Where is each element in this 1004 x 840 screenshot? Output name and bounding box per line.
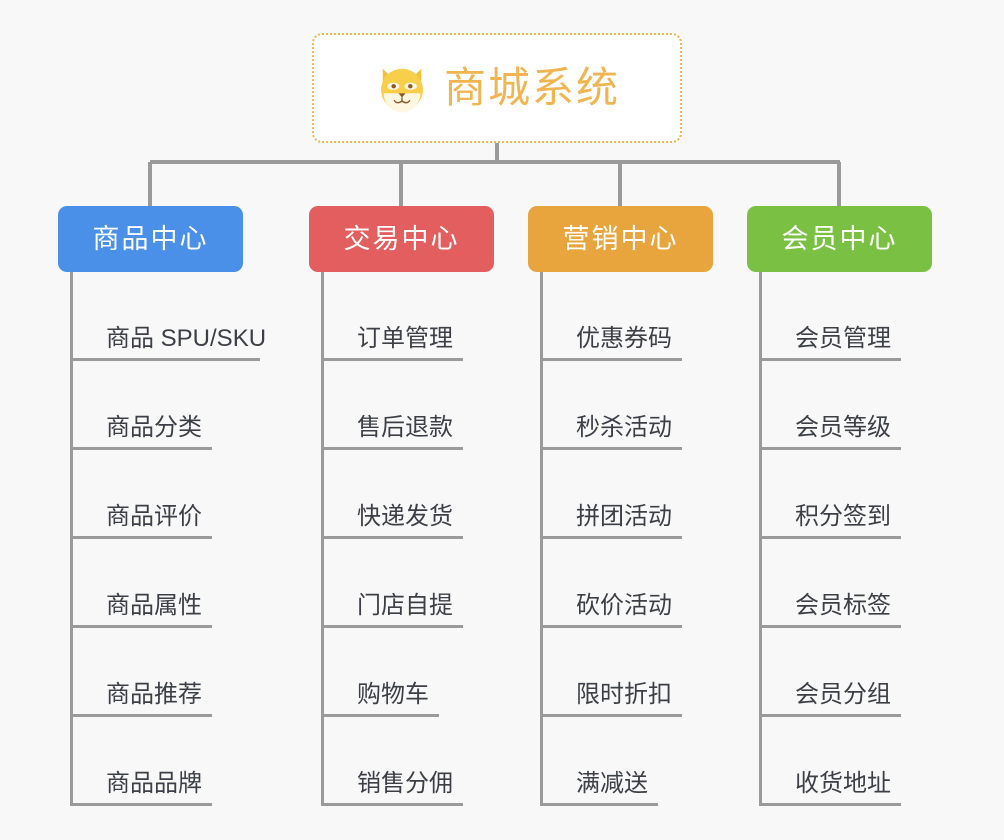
leaf-item-rule [321, 536, 463, 539]
leaf-item-label: 收货地址 [795, 770, 891, 797]
leaf-item-rule [759, 625, 901, 628]
leaf-item-rule [759, 536, 901, 539]
root-node[interactable]: 商城系统 [312, 33, 682, 143]
leaf-item-label: 满减送 [576, 770, 648, 797]
leaf-item[interactable]: 拼团活动 [540, 450, 770, 539]
leaf-item-label: 会员等级 [795, 414, 891, 441]
leaf-item-rule [70, 536, 212, 539]
leaf-item-label: 门店自提 [357, 592, 453, 619]
leaf-item-label: 优惠券码 [576, 325, 672, 352]
shiba-dog-face-icon [380, 68, 423, 113]
leaf-item-rule [540, 536, 682, 539]
leaf-item-label: 订单管理 [357, 325, 453, 352]
branch-header-2[interactable]: 交易中心 [309, 206, 494, 272]
branch-header-1[interactable]: 商品中心 [58, 206, 243, 272]
leaf-item[interactable]: 商品分类 [70, 361, 300, 450]
leaf-item[interactable]: 会员分组 [759, 628, 989, 717]
leaf-item-label: 商品品牌 [106, 770, 202, 797]
leaf-item-label: 限时折扣 [576, 681, 672, 708]
leaf-item-rule [540, 358, 682, 361]
leaf-list-4: 会员管理会员等级积分签到会员标签会员分组收货地址 [759, 272, 989, 806]
leaf-item[interactable]: 砍价活动 [540, 539, 770, 628]
leaf-item-rule [321, 625, 463, 628]
leaf-item-rule [540, 447, 682, 450]
leaf-item[interactable]: 积分签到 [759, 450, 989, 539]
leaf-item-label: 商品推荐 [106, 681, 202, 708]
leaf-item-label: 商品 SPU/SKU [106, 325, 267, 352]
leaf-item-label: 拼团活动 [576, 503, 672, 530]
leaf-item-rule [759, 447, 901, 450]
leaf-item-label: 销售分佣 [357, 770, 453, 797]
leaf-item-label: 商品属性 [106, 592, 202, 619]
leaf-item-label: 商品评价 [106, 503, 202, 530]
leaf-item-rule [540, 625, 682, 628]
leaf-item-rule [540, 714, 682, 717]
leaf-item[interactable]: 商品推荐 [70, 628, 300, 717]
branch-column-4: 会员中心会员管理会员等级积分签到会员标签会员分组收货地址 [747, 206, 932, 806]
leaf-item-label: 快递发货 [357, 503, 453, 530]
branch-spine-3 [540, 272, 543, 806]
leaf-item-rule [70, 714, 212, 717]
leaf-item-rule [540, 803, 658, 806]
branch-spine-2 [321, 272, 324, 806]
root-title: 商城系统 [443, 64, 620, 111]
branch-spine-4 [759, 272, 762, 806]
branch-column-2: 交易中心订单管理售后退款快递发货门店自提购物车销售分佣 [309, 206, 494, 806]
leaf-item[interactable]: 快递发货 [321, 450, 551, 539]
leaf-item[interactable]: 商品品牌 [70, 717, 300, 806]
leaf-item[interactable]: 会员等级 [759, 361, 989, 450]
leaf-item-rule [759, 714, 901, 717]
leaf-item-label: 会员分组 [795, 681, 891, 708]
leaf-item-rule [321, 803, 463, 806]
leaf-item[interactable]: 秒杀活动 [540, 361, 770, 450]
branch-column-1: 商品中心商品 SPU/SKU 商品分类商品评价商品属性商品推荐商品品牌 [58, 206, 266, 806]
leaf-item[interactable]: 售后退款 [321, 361, 551, 450]
leaf-item-label: 商品分类 [106, 414, 202, 441]
leaf-item[interactable]: 满减送 [540, 717, 770, 806]
leaf-item-rule [70, 803, 212, 806]
leaf-item-label: 砍价活动 [576, 592, 672, 619]
leaf-item-label: 积分签到 [795, 503, 891, 530]
leaf-item[interactable]: 限时折扣 [540, 628, 770, 717]
leaf-item[interactable]: 优惠券码 [540, 272, 770, 361]
leaf-item-label: 购物车 [357, 681, 429, 708]
leaf-item[interactable]: 商品属性 [70, 539, 300, 628]
leaf-list-2: 订单管理售后退款快递发货门店自提购物车销售分佣 [321, 272, 551, 806]
branch-column-3: 营销中心优惠券码秒杀活动拼团活动砍价活动限时折扣满减送 [528, 206, 713, 806]
branch-header-3[interactable]: 营销中心 [528, 206, 713, 272]
leaf-item-label: 秒杀活动 [576, 414, 672, 441]
leaf-item[interactable]: 商品 SPU/SKU [70, 272, 300, 361]
leaf-item[interactable]: 会员管理 [759, 272, 989, 361]
leaf-item-rule [70, 447, 212, 450]
branch-header-4[interactable]: 会员中心 [747, 206, 932, 272]
leaf-item-label: 售后退款 [357, 414, 453, 441]
leaf-item[interactable]: 收货地址 [759, 717, 989, 806]
leaf-list-1: 商品 SPU/SKU 商品分类商品评价商品属性商品推荐商品品牌 [70, 272, 300, 806]
leaf-item-label: 会员标签 [795, 592, 891, 619]
leaf-item-rule [759, 358, 901, 361]
leaf-item[interactable]: 门店自提 [321, 539, 551, 628]
leaf-item[interactable]: 商品评价 [70, 450, 300, 539]
leaf-item-label: 会员管理 [795, 325, 891, 352]
leaf-item-rule [321, 358, 463, 361]
leaf-item-rule [321, 447, 463, 450]
leaf-item[interactable]: 购物车 [321, 628, 551, 717]
leaf-item[interactable]: 销售分佣 [321, 717, 551, 806]
leaf-item-rule [759, 803, 901, 806]
leaf-list-3: 优惠券码秒杀活动拼团活动砍价活动限时折扣满减送 [540, 272, 770, 806]
leaf-item-rule [70, 358, 260, 361]
branch-spine-1 [70, 272, 73, 806]
leaf-item[interactable]: 订单管理 [321, 272, 551, 361]
leaf-item-rule [70, 625, 212, 628]
leaf-item-rule [321, 714, 439, 717]
leaf-item[interactable]: 会员标签 [759, 539, 989, 628]
